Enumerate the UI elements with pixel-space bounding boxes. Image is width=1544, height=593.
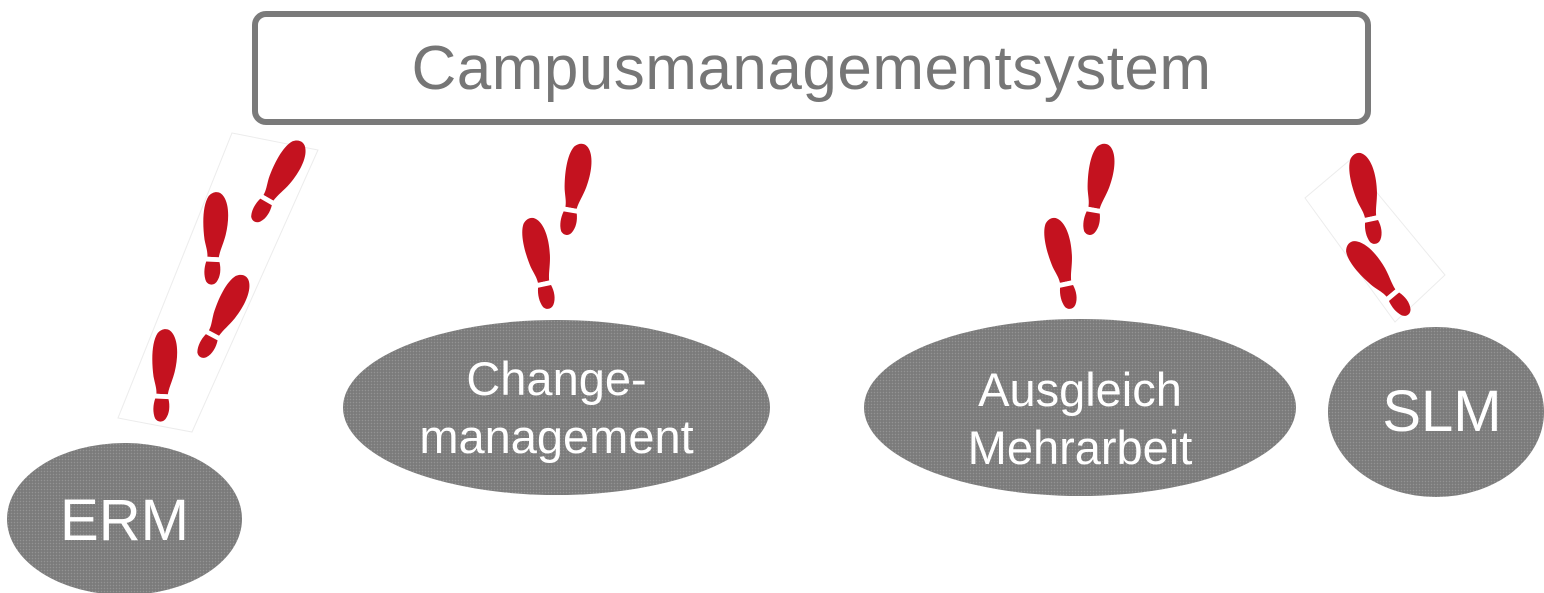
footprint-icon [1040,215,1084,312]
node-slm: SLM [1328,327,1544,497]
title-box: Campusmanagementsystem [252,11,1371,125]
footprint-icon [1345,150,1389,247]
footprint-icon [199,191,230,286]
footprint-icon [1077,141,1119,238]
footprint-paper-left [117,132,319,433]
node-ausgleich-mehrarbeit: Ausgleich Mehrarbeit [864,319,1296,496]
footprint-icon [190,270,256,364]
footprint-paper-right [1304,159,1446,323]
footprint-icon [244,135,313,229]
node-change-management-label: Change- management [419,351,694,463]
diagram-title: Campusmanagementsystem [411,33,1212,103]
footprint-icon [1340,234,1419,322]
node-erm: ERM [7,443,242,593]
node-ausgleich-mehrarbeit-label: Ausgleich Mehrarbeit [967,362,1193,474]
footprint-icon [518,215,562,312]
node-erm-label: ERM [60,488,189,553]
node-change-management: Change- management [343,320,770,495]
node-slm-label: SLM [1382,379,1502,444]
footprint-icon [148,328,179,423]
footprint-icon [554,141,596,238]
